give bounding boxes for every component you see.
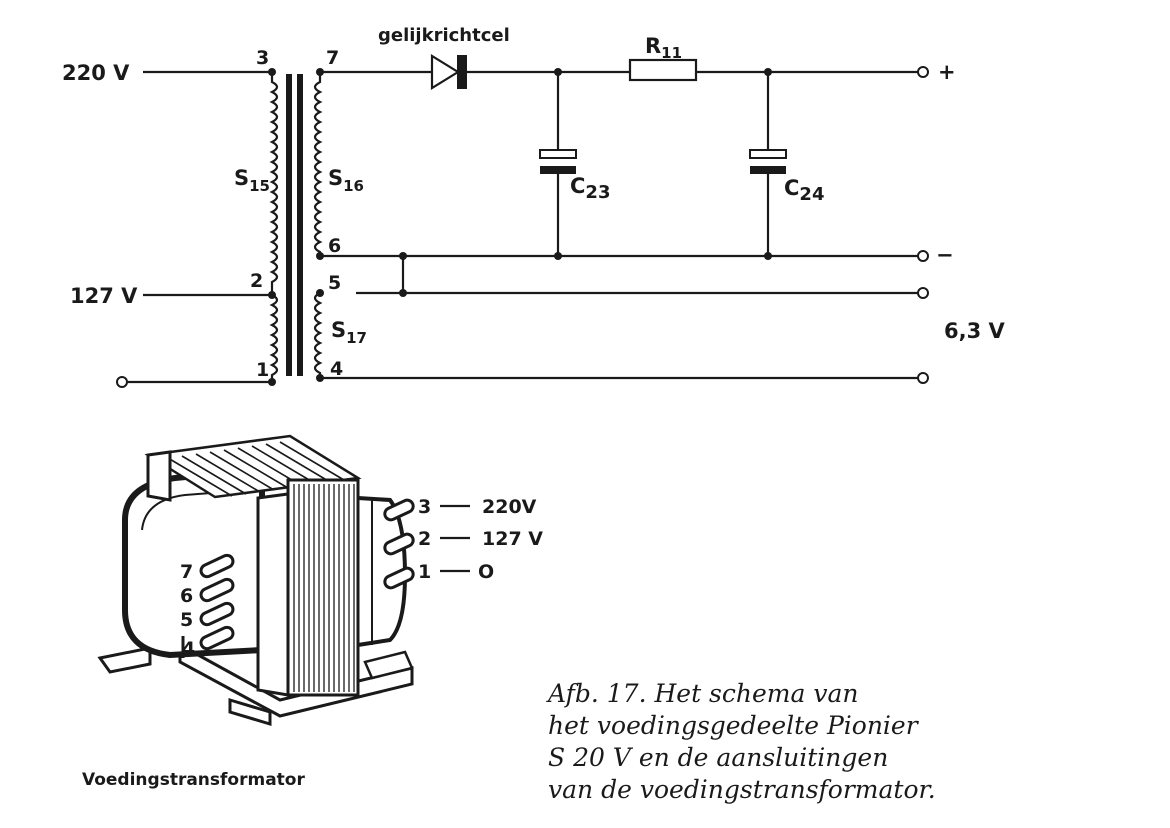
- pin-5-label: 5: [328, 272, 341, 294]
- core-front-face: [286, 478, 360, 697]
- capacitor-c23-plate-top: [539, 149, 577, 159]
- label-filament-voltage: 6,3 V: [944, 319, 1006, 343]
- rectifier-diode-icon: [430, 54, 461, 90]
- output-minus-terminal: [917, 250, 929, 262]
- capacitor-c24-plate-bottom: [750, 166, 786, 174]
- secondary-coil-s16: [313, 72, 323, 256]
- lug-7: [199, 553, 235, 579]
- illus-pin-2: 2: [418, 528, 431, 550]
- label-plus: +: [938, 60, 956, 84]
- caption-line-4: van de voedingstransformator.: [548, 775, 936, 804]
- caption-line-1: Afb. 17. Het schema van: [548, 679, 859, 708]
- illus-label-127v: 127 V: [482, 528, 543, 550]
- core-top-lines: [167, 441, 345, 497]
- output-plus-terminal: [917, 66, 929, 78]
- output-filament-terminal-1: [917, 287, 929, 299]
- pin-6-label: 6: [328, 235, 341, 257]
- illus-pin-3: 3: [418, 496, 431, 518]
- illus-pin-6: 6: [180, 585, 193, 607]
- core-front-lines: [293, 484, 355, 692]
- lug-1: [383, 566, 415, 590]
- node-filament-junction: [399, 289, 407, 297]
- label-s16: S16: [328, 166, 364, 195]
- label-127v: 127 V: [70, 284, 138, 308]
- illus-pin-5: 5: [180, 609, 193, 631]
- illus-label-zero: O: [478, 561, 494, 583]
- lug-4: [199, 625, 235, 651]
- label-c24: C24: [784, 176, 824, 205]
- pin-1-label: 1: [256, 359, 269, 381]
- illus-label-220v: 220V: [482, 496, 537, 518]
- caption-line-3: S 20 V en de aansluitingen: [548, 743, 889, 772]
- pin-3-label: 3: [256, 47, 269, 69]
- pin-7-label: 7: [326, 47, 339, 69]
- output-filament-terminal-2: [917, 372, 929, 384]
- label-s15: S15: [234, 166, 270, 195]
- mounting-foot-right: [363, 650, 414, 680]
- lug-3: [383, 498, 415, 522]
- transformer-core-bar-left: [286, 74, 292, 376]
- pin-4-label: 4: [330, 358, 343, 380]
- illus-pin-1: 1: [418, 561, 431, 583]
- input-zero-terminal: [116, 376, 128, 388]
- lug-5: [199, 601, 235, 627]
- label-s17: S17: [331, 318, 367, 347]
- lug-6: [199, 577, 235, 603]
- label-c23: C23: [570, 174, 610, 203]
- mounting-foot-left: [97, 646, 152, 674]
- label-rectifier: gelijkrichtcel: [378, 25, 510, 46]
- mounting-foot-front: [178, 642, 414, 718]
- illus-pin-4: 4: [182, 638, 195, 660]
- lug-2: [383, 532, 415, 556]
- caption-line-2: het voedingsgedeelte Pionier: [548, 711, 918, 740]
- secondary-coil-s17: [313, 292, 323, 378]
- mounting-foot-bottom: [228, 697, 272, 727]
- coil-bobbin: [122, 466, 265, 659]
- illus-pin-7: 7: [180, 561, 193, 583]
- illustration-title: Voedingstransformator: [82, 770, 305, 790]
- node-c24-bottom: [764, 252, 772, 260]
- primary-coil-s15: [269, 72, 279, 382]
- rectifier-diode-bar: [457, 55, 467, 89]
- pin-2-label: 2: [250, 270, 263, 292]
- transformer-core-bar-right: [297, 74, 303, 376]
- core-left-cap: [146, 450, 172, 502]
- capacitor-c23-plate-bottom: [540, 166, 576, 174]
- figure-caption: Afb. 17. Het schema van het voedingsgede…: [548, 678, 936, 806]
- label-r11: R11: [645, 34, 682, 62]
- core-front-side: [256, 492, 290, 697]
- coil-bobbin-inner: [141, 489, 251, 531]
- capacitor-c24-plate-top: [749, 149, 787, 159]
- pin-5-dot: [316, 289, 324, 297]
- label-minus: −: [936, 243, 954, 267]
- transformer-illustration: [97, 434, 415, 727]
- resistor-r11: [628, 58, 698, 82]
- label-220v: 220 V: [62, 61, 130, 85]
- node-c23-bottom: [554, 252, 562, 260]
